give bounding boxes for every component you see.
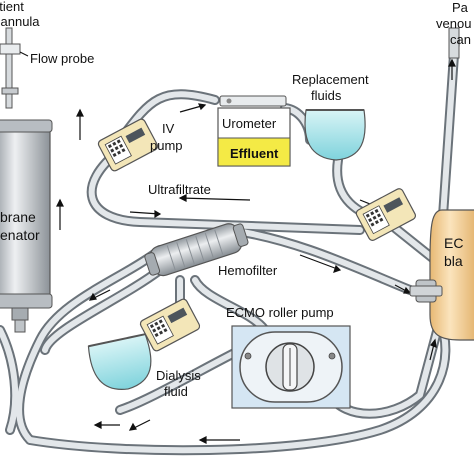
dialysis-fluid-label-line2: fluid: [164, 384, 188, 399]
arterial-cannula-assembly: [0, 27, 29, 109]
replacement-pump: [355, 188, 417, 241]
replacement-fluids-label-line2: fluids: [311, 88, 342, 103]
pump-keypad-icon: [104, 135, 132, 165]
hemofilter: [144, 223, 249, 277]
roller-pump-label: ECMO roller pump: [226, 305, 334, 320]
dialysis-fluid-bag: [87, 333, 152, 390]
venous-cannula-label-line3: can: [450, 32, 471, 47]
pump-keypad-icon: [362, 205, 390, 235]
iv-pump-label-line2: pump: [150, 138, 183, 153]
ecmo-bladder-label-line2: bla: [444, 253, 463, 269]
pump-keypad-icon: [146, 315, 174, 345]
effluent-label: Effluent: [230, 146, 279, 161]
flow-probe-label: Flow probe: [30, 51, 94, 66]
membrane-oxygenator: [0, 119, 53, 333]
dialysis-pump: [139, 298, 201, 352]
oxygenator-label-line2: enator: [0, 227, 40, 243]
venous-cannula-assembly: [448, 27, 460, 59]
ecmo-bladder: [409, 209, 474, 341]
ultrafiltrate-label: Ultrafiltrate: [148, 182, 211, 197]
venous-cannula-label-line1: Pa: [452, 0, 469, 15]
iv-pump: [97, 118, 159, 172]
urometer-label: Urometer: [222, 116, 277, 131]
ecmo-roller-pump: [231, 325, 351, 409]
flow-probe-clamp: [0, 43, 21, 55]
ecmo-bladder-label-line1: EC: [444, 235, 463, 251]
dialysis-fluid-label-line1: Dialysis: [156, 368, 201, 383]
patient-cannula-label-line2: cannula: [0, 14, 40, 29]
oxygenator-label-line1: brane: [0, 209, 36, 225]
replacement-fluids-bag: [304, 109, 366, 161]
urometer-effluent-bag: [217, 95, 291, 167]
flow-arrow-icon: [56, 58, 456, 444]
venous-cannula-label-line2: venou: [436, 16, 471, 31]
patient-cannula-label-line1: atient: [0, 0, 24, 14]
iv-pump-label-line1: IV: [162, 121, 175, 136]
hemofilter-label: Hemofilter: [218, 263, 278, 278]
replacement-fluids-label-line1: Replacement: [292, 72, 369, 87]
